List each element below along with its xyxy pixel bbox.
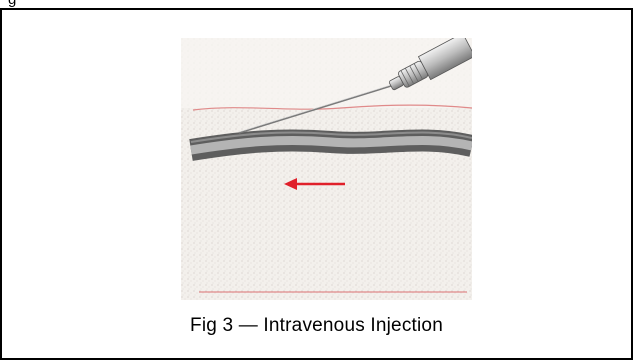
cropped-header-strip: g xyxy=(0,0,633,8)
cropped-header-text: g xyxy=(8,0,16,8)
injection-illustration xyxy=(181,38,472,300)
figure-caption: Fig 3 — Intravenous Injection xyxy=(0,315,633,337)
